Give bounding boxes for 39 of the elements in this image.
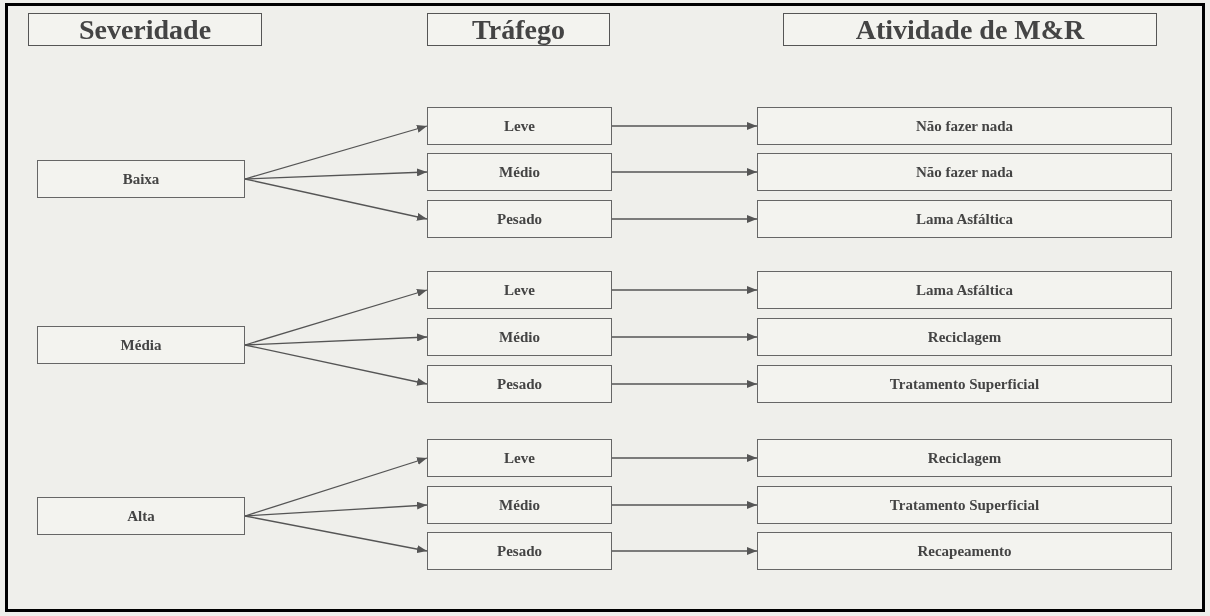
arrow [611, 380, 758, 388]
label-box: Recapeamento [757, 532, 1172, 570]
label-box: Pesado [427, 200, 612, 238]
arrow [611, 168, 758, 176]
arrow [611, 286, 758, 294]
label-box: Reciclagem [757, 439, 1172, 477]
label-box: Pesado [427, 365, 612, 403]
label-box: Não fazer nada [757, 153, 1172, 191]
header-box: Severidade [28, 13, 262, 46]
label-box: Tratamento Superficial [757, 486, 1172, 524]
arrow [244, 333, 428, 346]
arrow [244, 515, 428, 554]
label-box: Médio [427, 486, 612, 524]
arrow [611, 333, 758, 341]
label-box: Baixa [37, 160, 245, 198]
label-box: Alta [37, 497, 245, 535]
label-box: Tratamento Superficial [757, 365, 1172, 403]
arrow [611, 501, 758, 509]
arrow [611, 215, 758, 223]
label-box: Médio [427, 153, 612, 191]
arrow [244, 168, 428, 180]
label-box: Leve [427, 107, 612, 145]
label-box: Não fazer nada [757, 107, 1172, 145]
label-box: Reciclagem [757, 318, 1172, 356]
arrow [611, 122, 758, 130]
label-box: Médio [427, 318, 612, 356]
label-box: Pesado [427, 532, 612, 570]
arrow [611, 454, 758, 462]
label-box: Média [37, 326, 245, 364]
label-box: Leve [427, 271, 612, 309]
label-box: Leve [427, 439, 612, 477]
arrow [244, 178, 428, 221]
header-box: Tráfego [427, 13, 610, 46]
label-box: Lama Asfáltica [757, 200, 1172, 238]
label-box: Lama Asfáltica [757, 271, 1172, 309]
arrow [244, 501, 428, 517]
arrow [244, 344, 428, 386]
arrow [611, 547, 758, 555]
header-box: Atividade de M&R [783, 13, 1157, 46]
